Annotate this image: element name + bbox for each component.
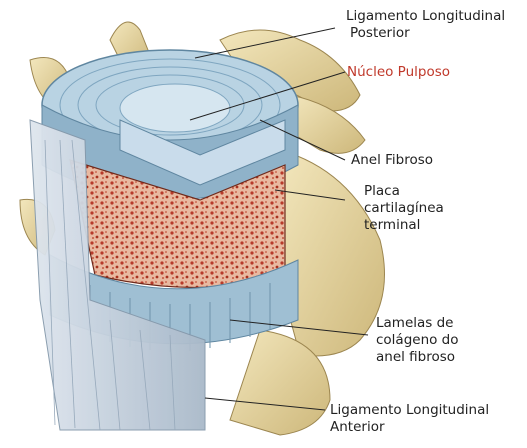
label-posterior-ligament: Ligamento Longitudinal Posterior [346,8,505,42]
label-collagen-lamellae: Lamelas de colágeno do anel fibroso [376,315,459,366]
label-annulus-fibrosus: Anel Fibroso [351,152,433,169]
label-anterior-ligament: Ligamento Longitudinal Anterior [330,402,489,436]
label-nucleus-pulposus: Núcleo Pulposo [347,64,450,81]
nucleus-pulposus [120,84,230,132]
vertebral-body-right [280,150,385,356]
label-cartilaginous-endplate: Placa cartilagínea terminal [364,183,444,234]
